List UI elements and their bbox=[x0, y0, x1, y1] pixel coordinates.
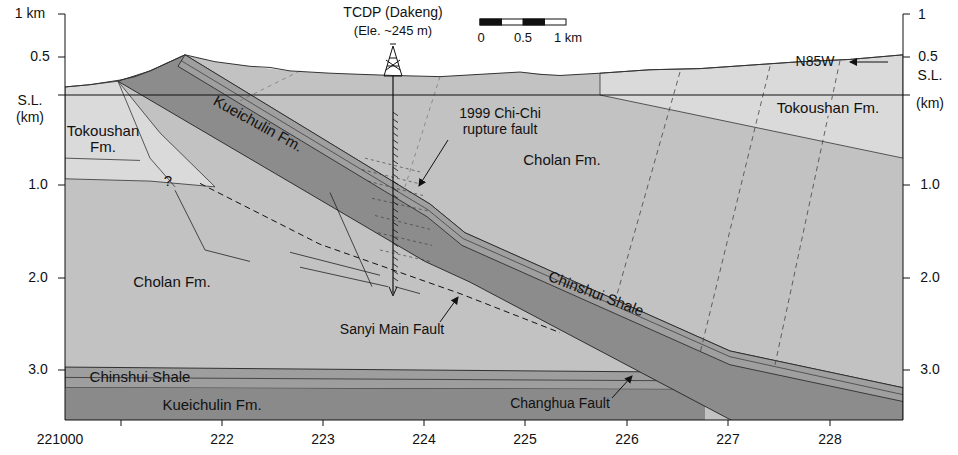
query-mark: ? bbox=[164, 173, 172, 190]
formation-label: Chinshui Shale bbox=[546, 268, 646, 320]
axis-label: 2.0 bbox=[28, 270, 47, 285]
core-hatch bbox=[393, 250, 398, 253]
core-hatch bbox=[393, 126, 398, 129]
axis-label: S.L. bbox=[918, 68, 943, 83]
core-hatch bbox=[393, 154, 398, 157]
drill-rig-symbol bbox=[384, 44, 402, 76]
scale-label: 0.5 bbox=[514, 31, 532, 45]
axis-label: 2.0 bbox=[920, 270, 939, 285]
axis-label: 221000 bbox=[37, 432, 84, 447]
core-hatch bbox=[393, 195, 398, 198]
axis-label: 224 bbox=[412, 432, 435, 447]
axis-label: 3.0 bbox=[920, 362, 939, 377]
core-hatch bbox=[393, 264, 398, 267]
scale-label: 1 km bbox=[554, 31, 582, 45]
axis-label: 1.0 bbox=[920, 177, 939, 192]
core-hatch bbox=[393, 119, 398, 122]
core-hatch bbox=[393, 209, 398, 212]
formation-label: Kueichulin Fm. bbox=[162, 397, 261, 414]
axis-label: 1 km bbox=[15, 6, 45, 21]
axis-label: S.L. bbox=[18, 93, 43, 108]
axis-label: 1.0 bbox=[28, 177, 47, 192]
axis-label: 227 bbox=[716, 432, 739, 447]
core-hatch bbox=[393, 229, 398, 232]
chinshui-shale bbox=[65, 367, 705, 390]
core-hatch bbox=[393, 222, 398, 225]
formation-label: Cholan Fm. bbox=[523, 152, 601, 169]
axis-label: 3.0 bbox=[28, 362, 47, 377]
core-hatch bbox=[393, 202, 398, 205]
fault-label: Sanyi Main Fault bbox=[340, 323, 444, 338]
core-hatch bbox=[393, 181, 398, 184]
axis-label: 225 bbox=[513, 432, 536, 447]
scale-bar bbox=[480, 19, 566, 25]
fault-label: 1999 Chi-Chi rupture fault bbox=[444, 106, 556, 137]
core-hatch bbox=[393, 160, 398, 163]
axis-label: 228 bbox=[818, 432, 841, 447]
core-hatch bbox=[393, 216, 398, 219]
axis-label: (km) bbox=[916, 96, 944, 111]
core-hatch bbox=[393, 243, 398, 246]
scale-label: 0 bbox=[477, 31, 484, 45]
kueichulin-formation bbox=[118, 55, 903, 420]
core-hatch bbox=[393, 278, 398, 281]
axis-label: 1 bbox=[918, 7, 926, 22]
axis-label: 223 bbox=[311, 432, 334, 447]
core-hatch bbox=[393, 133, 398, 136]
core-hatch bbox=[393, 112, 398, 115]
axis-label: 0.5 bbox=[918, 49, 937, 64]
core-hatch bbox=[393, 147, 398, 150]
elevation-note: (Ele. ~245 m) bbox=[354, 24, 432, 38]
borehole-label: TCDP (Dakeng) bbox=[343, 5, 442, 20]
direction-label: N85W bbox=[796, 54, 835, 69]
formation-label: Kueichulin Fm. bbox=[211, 92, 306, 155]
formation-label: Chinshui Shale bbox=[90, 369, 191, 386]
core-hatch bbox=[393, 257, 398, 260]
fault-label: Changhua Fault bbox=[510, 396, 610, 411]
core-hatch bbox=[393, 271, 398, 274]
kueichulin-formation bbox=[65, 388, 705, 420]
formation-label: Tokoushan Fm. bbox=[774, 99, 883, 116]
formation-label: Cholan Fm. bbox=[133, 274, 211, 291]
core-hatch bbox=[393, 167, 398, 170]
axis-label: 0.5 bbox=[30, 49, 49, 64]
core-hatch bbox=[393, 236, 398, 239]
axis-label: 222 bbox=[210, 432, 233, 447]
axis-label: 226 bbox=[615, 432, 638, 447]
core-hatch bbox=[393, 188, 398, 191]
axis-label: (km) bbox=[16, 110, 44, 125]
chinshui-shale bbox=[178, 55, 903, 402]
formation-label: Tokoushan Fm. bbox=[63, 122, 143, 155]
geology bbox=[65, 55, 903, 420]
core-hatch bbox=[393, 174, 398, 177]
core-hatch bbox=[393, 140, 398, 143]
